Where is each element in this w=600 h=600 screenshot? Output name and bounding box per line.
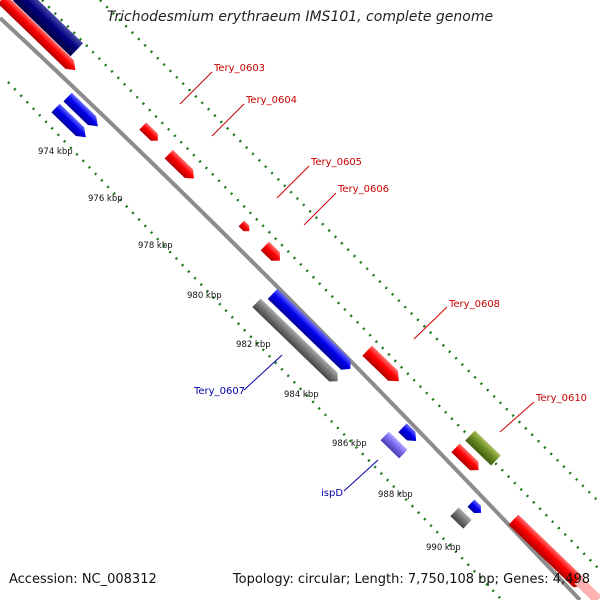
map-title: Trichodesmium erythraeum IMS101, complet… <box>106 9 494 25</box>
ruler-line-inner <box>7 81 501 599</box>
leader-tery-0610 <box>499 401 535 433</box>
forward-strand-guide <box>41 0 599 569</box>
tick-label-982: 982 kbp <box>236 340 271 350</box>
leader-ispd <box>343 459 379 492</box>
tick-label-984: 984 kbp <box>284 390 319 400</box>
gene-label-tery-0605: Tery_0605 <box>310 157 362 168</box>
leader-tery-0607 <box>243 354 283 391</box>
gene-arrow-blue-974a[interactable] <box>63 92 102 131</box>
gene-label-tery-0603: Tery_0603 <box>213 63 265 74</box>
gene-arrow-990-gray[interactable] <box>450 507 472 529</box>
leader-tery-0604 <box>211 103 245 137</box>
tick-label-988: 988 kbp <box>378 490 413 500</box>
gene-arrow-tery-0607[interactable] <box>267 288 355 374</box>
gene-arrow-ispd[interactable] <box>380 431 408 459</box>
gene-arrow-tery-0607-gray[interactable] <box>252 298 342 385</box>
leader-tery-0603 <box>179 71 213 105</box>
leader-tery-0606 <box>303 192 337 226</box>
leader-tery-0608 <box>413 306 448 340</box>
tick-label-974: 974 kbp <box>38 147 73 157</box>
gene-arrow-ispd-blue[interactable] <box>398 423 420 445</box>
gene-arrow-top-red[interactable] <box>0 0 80 74</box>
gene-arrow-tery-0603[interactable] <box>139 122 161 144</box>
gene-arrow-tery-0610[interactable] <box>451 443 482 475</box>
accession-text: Accession: NC_008312 <box>9 572 157 587</box>
tick-label-976: 976 kbp <box>88 194 123 204</box>
tick-label-980: 980 kbp <box>187 291 222 301</box>
gene-arrow-tery-0605[interactable] <box>238 220 252 234</box>
gene-arrow-990-blue[interactable] <box>467 499 484 517</box>
gene-arrow-tery-0604[interactable] <box>164 149 199 183</box>
outer-guide-line <box>99 0 600 504</box>
gene-label-ispd: ispD <box>321 488 343 499</box>
gene-label-tery-0604: Tery_0604 <box>245 95 297 106</box>
gene-arrow-tery-0606[interactable] <box>260 241 284 265</box>
gene-label-tery-0607: Tery_0607 <box>193 386 245 397</box>
topology-text: Topology: circular; Length: 7,750,108 bp… <box>232 572 590 587</box>
genome-backbone <box>0 16 582 600</box>
tick-label-986: 986 kbp <box>332 439 367 449</box>
gene-arrow-tery-0608[interactable] <box>362 345 403 387</box>
gene-arrow-tery-0610-rna[interactable] <box>465 430 501 466</box>
gene-arrow-bottom-pink[interactable] <box>574 576 600 600</box>
gene-label-tery-0610: Tery_0610 <box>535 393 587 404</box>
leader-tery-0605 <box>276 165 310 199</box>
gene-label-tery-0606: Tery_0606 <box>337 184 389 195</box>
tick-label-978: 978 kbp <box>138 241 173 251</box>
tick-label-990: 990 kbp <box>426 543 461 553</box>
gene-arrow-blue-974b[interactable] <box>51 103 90 142</box>
gene-arrow-bottom-red[interactable] <box>508 514 588 592</box>
gene-arrow-top-navy[interactable] <box>12 0 84 57</box>
gene-label-tery-0608: Tery_0608 <box>448 299 500 310</box>
